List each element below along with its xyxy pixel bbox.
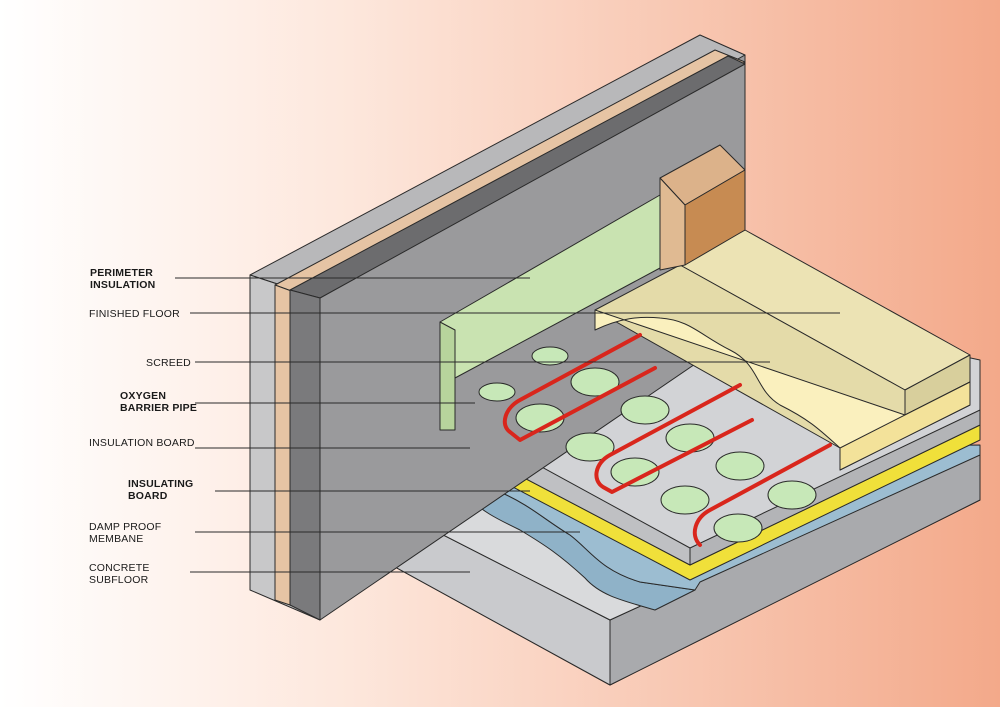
label-insulating-board: INSULATING BOARD — [128, 478, 194, 502]
skirting-block — [659, 144, 746, 271]
label-perimeter-insulation: PERIMETER INSULATION — [90, 267, 156, 291]
label-finished-floor: FINISHED FLOOR — [89, 308, 180, 320]
leader-lines — [175, 277, 840, 573]
oxygen-barrier-pipe-loops — [502, 333, 832, 547]
label-oxygen-barrier-pipe: OXYGEN BARRIER PIPE — [120, 390, 198, 414]
wall-block — [249, 34, 746, 621]
label-concrete-subfloor: CONCRETE SUBFLOOR — [89, 562, 150, 586]
label-damp-proof-membrane: DAMP PROOF MEMBANE — [89, 521, 162, 545]
label-screed: SCREED — [146, 357, 191, 369]
label-insulation-board: INSULATION BOARD — [89, 437, 195, 449]
screed-layer — [594, 309, 971, 471]
